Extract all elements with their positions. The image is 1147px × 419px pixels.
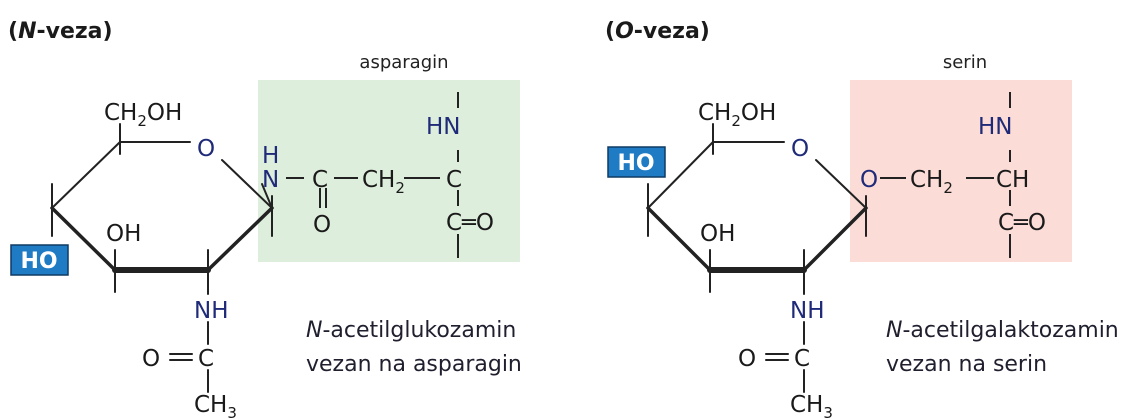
carbonyl-label: C═O: [446, 210, 494, 236]
asparagine-highlight-box: [258, 80, 520, 262]
ring-oxygen: O: [197, 136, 215, 162]
alpha-carbon: CH: [996, 167, 1029, 193]
ch2-label: CH2: [362, 167, 405, 197]
glucosamine-ring: [50, 123, 274, 393]
ch2-label: CH2: [910, 167, 953, 197]
n-linkage-panel: (N-veza) asparagin: [8, 19, 522, 419]
ch3-label: CH3: [790, 392, 833, 419]
amide-carbon: C: [312, 167, 328, 193]
serine-label: serin: [943, 52, 987, 73]
ho-badge-label: HO: [617, 151, 654, 176]
ho-badge: [607, 146, 666, 178]
serine-highlight-box: [850, 80, 1072, 262]
acetyl-oxygen: O: [142, 346, 160, 372]
amide-nitrogen: N: [262, 167, 279, 193]
acetyl-oxygen: O: [738, 346, 756, 372]
serine-bonds: [880, 92, 1011, 258]
ho-badge-label: HO: [20, 249, 57, 274]
hn-label: HN: [426, 114, 461, 140]
ring-nh: NH: [194, 298, 229, 324]
hn-label: HN: [978, 114, 1013, 140]
oh-label: OH: [106, 221, 141, 247]
o-linkage-panel: (O-veza) serin CH2OH O OH: [605, 19, 1119, 419]
galactosamine-ring: [646, 123, 868, 393]
amide-oxygen: O: [313, 212, 331, 238]
acetyl-carbon: C: [198, 346, 214, 372]
amide-hydrogen: H: [262, 143, 279, 169]
alpha-carbon: C: [446, 167, 462, 193]
ring-oxygen: O: [791, 136, 809, 162]
o-caption-line2: vezan na serin: [886, 352, 1047, 377]
carbonyl-label: C═O: [998, 210, 1046, 236]
ho-badge: [10, 244, 69, 276]
oh-label: OH: [700, 221, 735, 247]
ch2oh-label: CH2OH: [698, 100, 776, 130]
asparagine-bonds: [286, 92, 459, 258]
ch3-label: CH3: [194, 392, 237, 419]
o-caption-line1: N-acetilgalaktozamin: [886, 318, 1119, 343]
acetyl-carbon: C: [794, 346, 810, 372]
ring-nh: NH: [790, 298, 825, 324]
ch2oh-label: CH2OH: [104, 100, 182, 130]
glycosidic-oxygen: O: [860, 167, 878, 193]
o-linkage-heading: (O-veza): [605, 19, 710, 44]
n-caption-line1: N-acetilglukozamin: [306, 318, 516, 343]
n-linkage-heading: (N-veza): [8, 19, 113, 44]
asparagine-label: asparagin: [359, 52, 448, 73]
n-caption-line2: vezan na asparagin: [306, 352, 522, 377]
